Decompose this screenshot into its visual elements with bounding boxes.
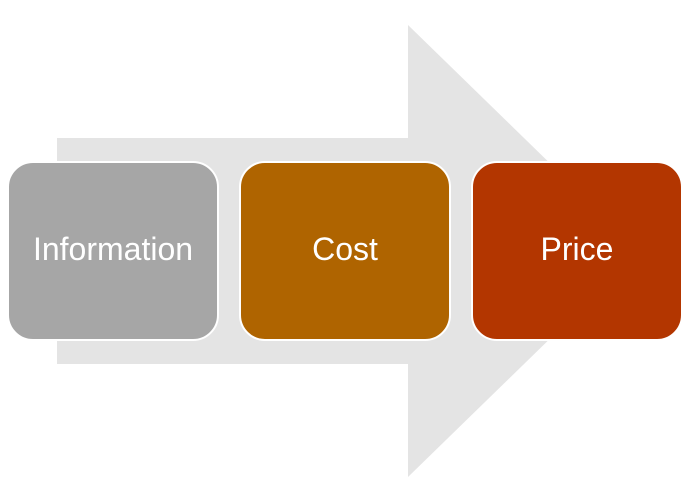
step-price: Price [471,161,683,341]
step-cost-label: Cost [312,231,378,267]
step-price-label: Price [540,231,614,267]
step-cost: Cost [239,161,451,341]
step-information: Information [7,161,219,341]
step-information-label: Information [32,231,194,267]
